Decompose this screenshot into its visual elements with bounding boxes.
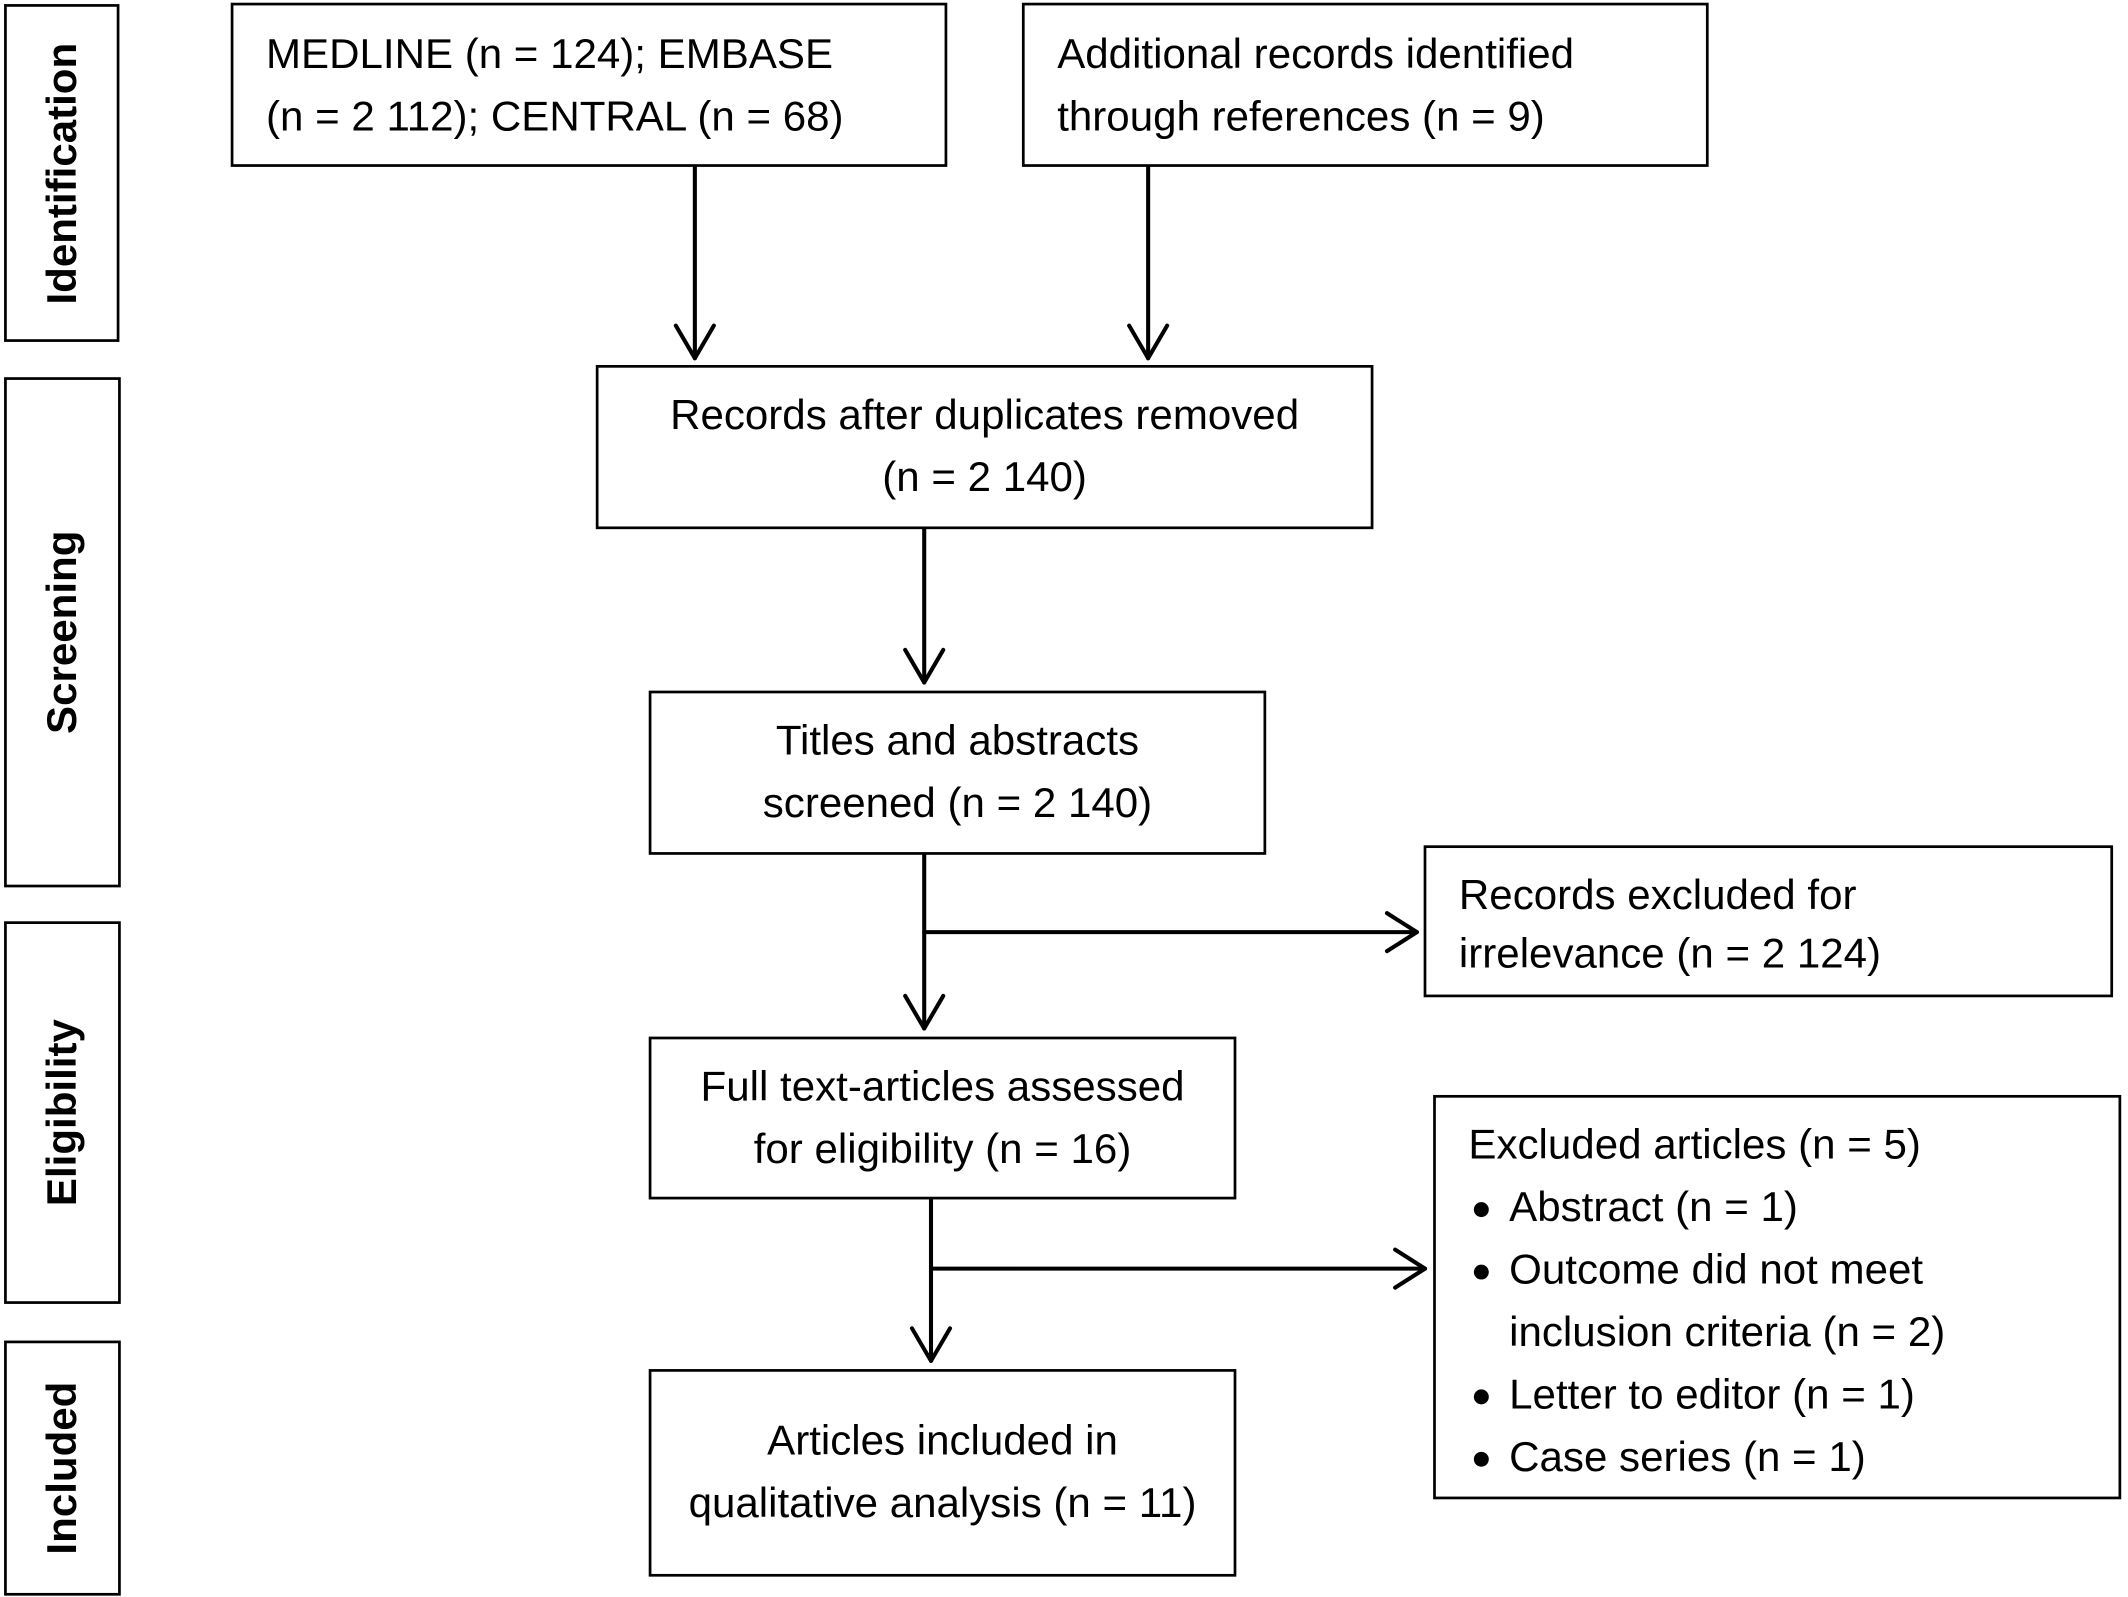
phase-eligibility: Eligibility: [4, 921, 121, 1304]
fulltext-line-1: Full text-articles assessed: [700, 1062, 1185, 1110]
additional-line-1: Additional records identified: [1057, 29, 1575, 78]
excluded-reason-outcome: Outcome did not meet inclusion criteria …: [1468, 1239, 1945, 1364]
fulltext-line-2: for eligibility (n = 16): [753, 1124, 1132, 1173]
excluded-irrelevance-line-2: irrelevance (n = 2 124): [1458, 929, 1882, 977]
phase-screening: Screening: [4, 377, 121, 888]
excluded-articles-box: Excluded articles (n = 5) Abstract (n = …: [1433, 1094, 2122, 1500]
additional-line-2: through references (n = 9): [1057, 92, 1545, 140]
databases-line-2: (n = 2 112); CENTRAL (n = 68): [266, 92, 844, 140]
screened-line-1: Titles and abstracts: [775, 716, 1140, 764]
excluded-irrelevance-line-1: Records excluded for: [1458, 871, 1857, 919]
excluded-reason-letter: Letter to editor (n = 1): [1468, 1364, 1945, 1426]
arrowhead-additional: [1127, 323, 1170, 361]
excluded-reasons-list: Abstract (n = 1) Outcome did not meet in…: [1468, 1176, 1945, 1488]
excluded-reason-case-series: Case series (n = 1): [1468, 1426, 1945, 1488]
deduplicated-line-2: (n = 2 140): [882, 453, 1087, 501]
fulltext-box: Full text-articles assessed for eligibil…: [648, 1036, 1237, 1200]
arrowhead-excluded-articles: [1393, 1247, 1428, 1290]
additional-records-box: Additional records identified through re…: [1021, 2, 1709, 167]
databases-line-1: MEDLINE (n = 124); EMBASE: [266, 29, 834, 78]
deduplicated-line-1: Records after duplicates removed: [670, 390, 1300, 439]
arrowhead-fulltext: [903, 993, 946, 1031]
arrowhead-databases: [673, 323, 716, 361]
screened-box: Titles and abstracts screened (n = 2 140…: [648, 690, 1267, 855]
phase-included: Included: [4, 1340, 121, 1596]
excluded-reason-abstract: Abstract (n = 1): [1468, 1176, 1945, 1238]
phase-identification: Identification: [4, 4, 120, 342]
deduplicated-box: Records after duplicates removed (n = 2 …: [595, 364, 1374, 530]
included-line-1: Articles included in: [767, 1416, 1118, 1465]
screened-line-2: screened (n = 2 140): [762, 778, 1153, 827]
excluded-irrelevance-box: Records excluded for irrelevance (n = 2 …: [1423, 845, 2114, 998]
excluded-articles-heading: Excluded articles (n = 5): [1468, 1120, 1921, 1169]
arrowhead-screened: [903, 647, 946, 685]
arrowhead-excluded-irrelevance: [1384, 911, 1419, 954]
arrowhead-included: [909, 1326, 953, 1363]
included-box: Articles included in qualitative analysi…: [648, 1369, 1237, 1577]
included-line-2: qualitative analysis (n = 11): [688, 1478, 1197, 1527]
databases-box: MEDLINE (n = 124); EMBASE (n = 2 112); C…: [230, 2, 948, 167]
